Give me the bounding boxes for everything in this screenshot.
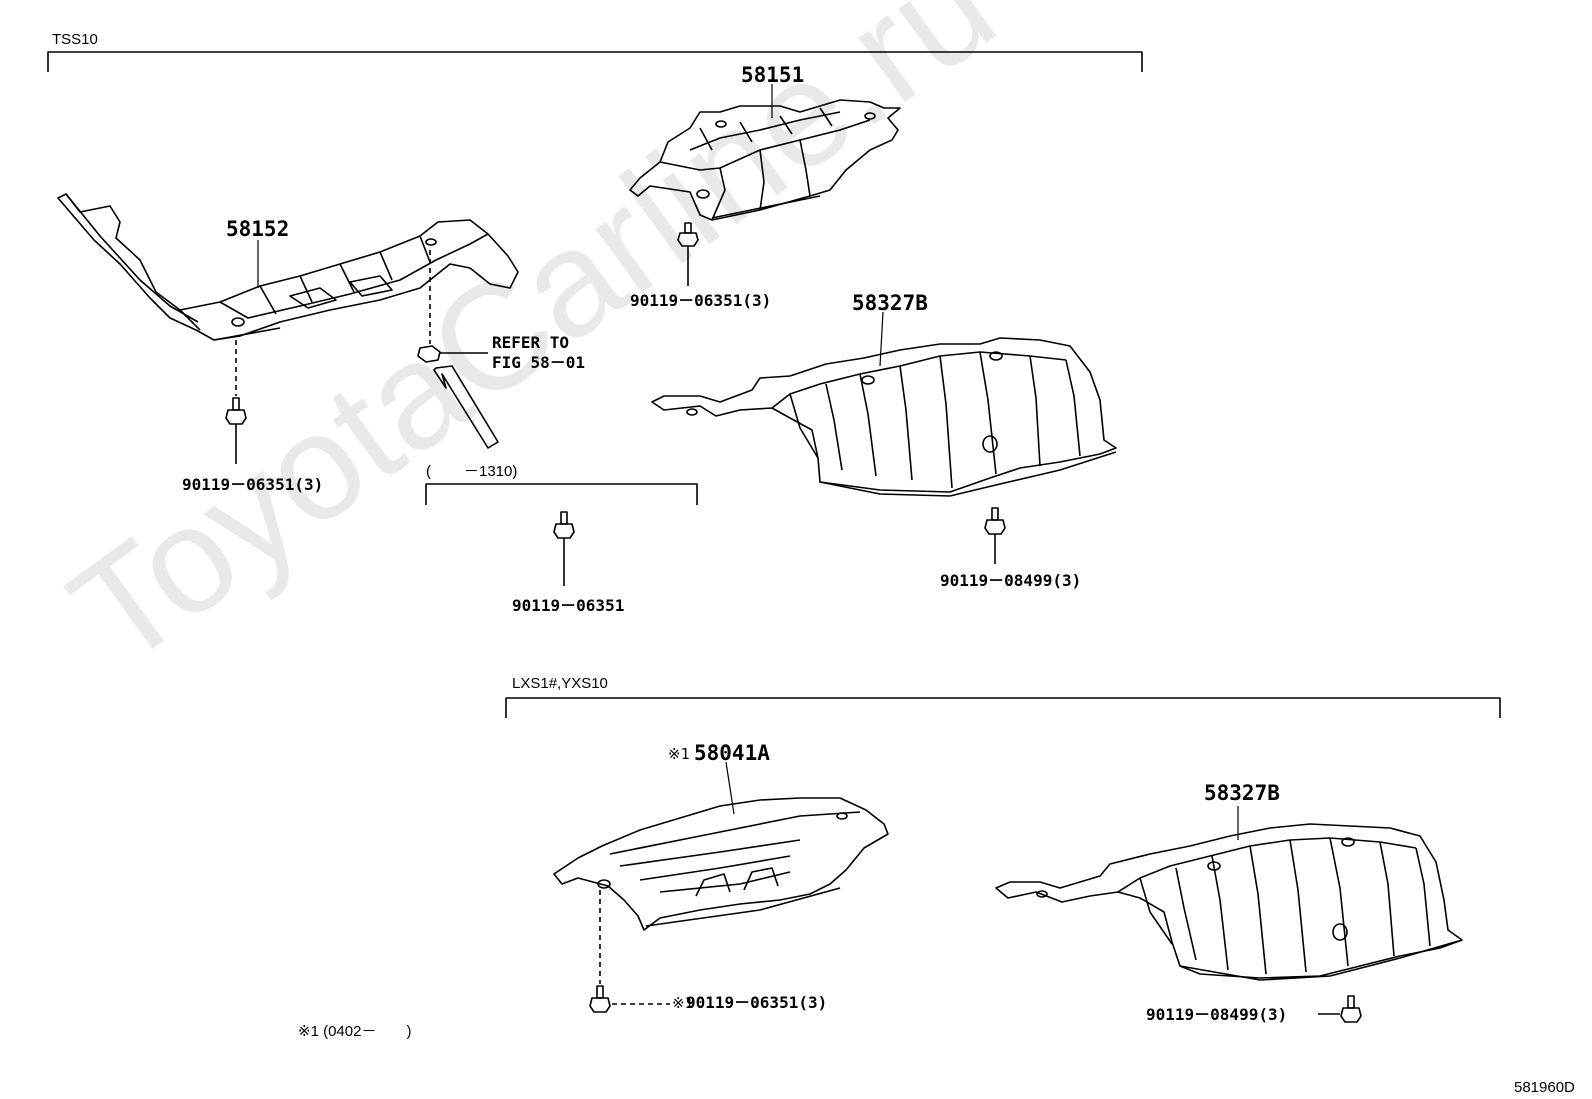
- part-58152: [57, 193, 519, 341]
- part-label-58327b-bottom: 58327B: [1204, 781, 1280, 805]
- bolt-mark-58041a: ※1: [672, 994, 694, 1012]
- group-label-sub-range-open: (: [426, 463, 431, 480]
- group-label-tss10: TSS10: [52, 31, 98, 48]
- bracket-sub-range: [425, 483, 698, 505]
- part-58327b-top: [651, 337, 1117, 497]
- bolt-icon: [225, 397, 247, 464]
- leader-lines: [257, 84, 1239, 840]
- bracket-lxs1-yxs10: [505, 697, 1501, 718]
- part-label-58041a: 58041A: [694, 741, 770, 765]
- figure-code: 581960D: [1514, 1079, 1575, 1096]
- bolt-icon: [589, 985, 670, 1013]
- part-58327b-bottom: [995, 823, 1463, 981]
- part-58041a: [553, 797, 889, 931]
- bracket-tss10: [47, 51, 1143, 72]
- bolt-label-90119-08499-3-bottom: 90119－08499(3): [1146, 1005, 1287, 1024]
- bolt-label-90119-06351-3-top: 90119－06351(3): [630, 291, 771, 310]
- reference-arrow: [433, 365, 499, 449]
- footnote: ※1 (0402－ ): [298, 1023, 411, 1040]
- bolt-label-90119-08499-3-top: 90119－08499(3): [940, 571, 1081, 590]
- part-58151: [629, 99, 901, 221]
- group-label-lxs1-yxs10: LXS1#,YXS10: [512, 675, 608, 692]
- nut-icon: [417, 345, 488, 363]
- bolt-label-90119-06351: 90119－06351: [512, 596, 624, 615]
- bolt-icon: [677, 222, 699, 286]
- refer-text-line1: REFER TO: [492, 333, 569, 352]
- part-label-58327b-top: 58327B: [852, 291, 928, 315]
- part-label-58152: 58152: [226, 217, 289, 241]
- refer-text-line2: FIG 58－01: [492, 353, 585, 372]
- bolt-icon: [1318, 995, 1362, 1023]
- bolt-icon: [984, 507, 1006, 564]
- part-mark-58041a: ※1: [668, 745, 690, 763]
- bolt-icon: [553, 511, 575, 586]
- bolt-label-90119-06351-3-bottom: 90119－06351(3): [686, 993, 827, 1012]
- group-label-sub-range: －1310): [464, 463, 517, 480]
- bolt-label-90119-06351-3-left: 90119－06351(3): [182, 475, 323, 494]
- part-label-58151: 58151: [741, 63, 804, 87]
- dashed-axis: [235, 250, 601, 984]
